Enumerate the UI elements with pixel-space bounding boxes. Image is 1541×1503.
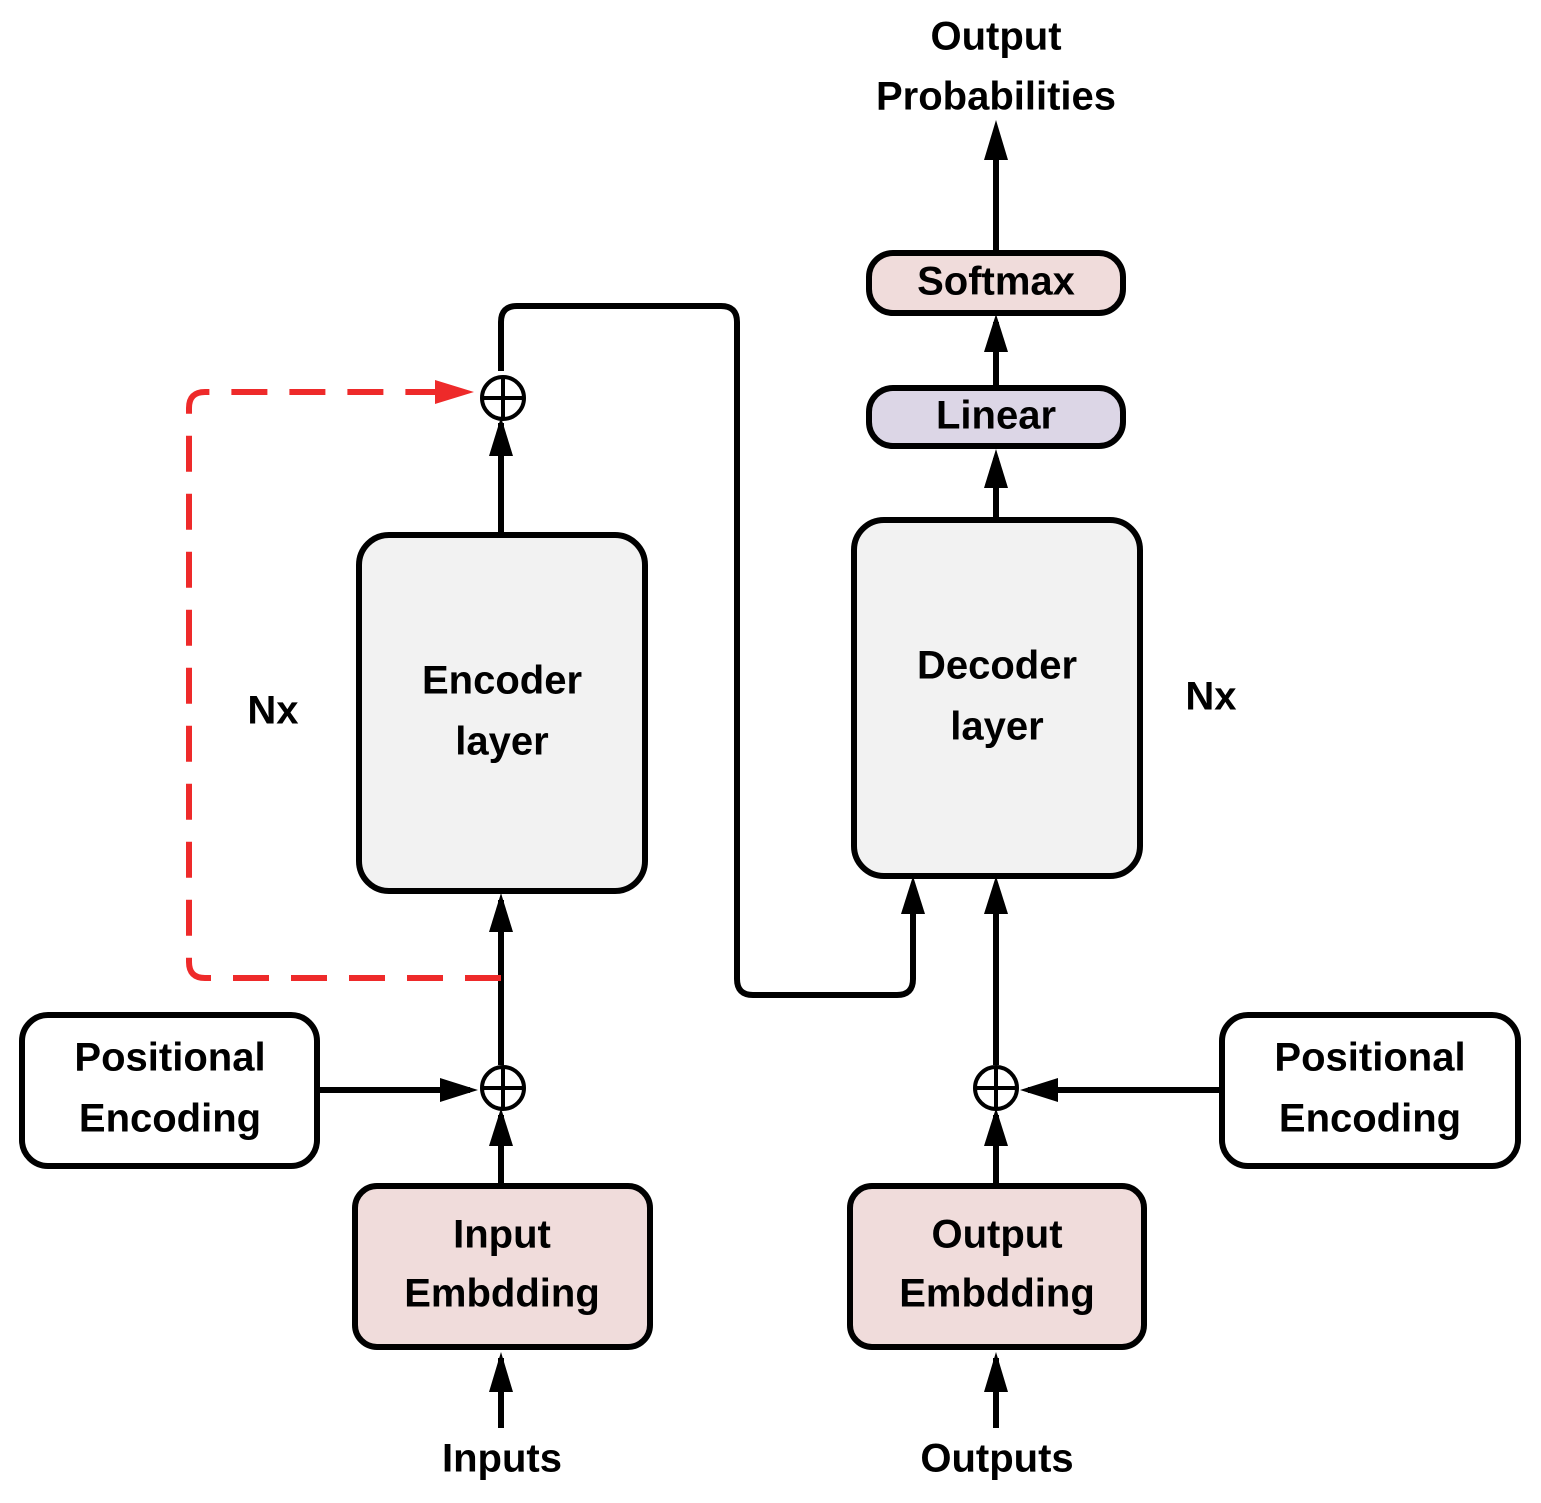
softmax-box	[866, 250, 1126, 316]
encoder-positional-label-2: Encoding	[79, 1097, 261, 1141]
decoder-repeat-label: Nx	[1185, 675, 1236, 719]
decoder-layer-box	[851, 517, 1143, 879]
decoder-layer-label-1: Decoder	[917, 644, 1077, 688]
recurrence-arrow-head	[435, 380, 474, 404]
decoder-layer-label-2: layer	[950, 705, 1043, 749]
decoder-positional-label-2: Encoding	[1279, 1097, 1461, 1141]
encoder-layer-label-2: layer	[455, 720, 548, 764]
arrow-head	[440, 1078, 478, 1102]
input-embedding-label-2: Embdding	[404, 1272, 600, 1316]
arrow-head	[1020, 1078, 1058, 1102]
arrow-head	[901, 876, 925, 914]
residual-add-icon	[480, 375, 526, 421]
outputs-label: Outputs	[920, 1437, 1073, 1481]
arrow-head	[489, 893, 513, 932]
arrow-head	[984, 449, 1008, 488]
output-embedding-box	[847, 1183, 1147, 1350]
arrow-head	[984, 120, 1008, 160]
recurrence-dashed-arrow	[186, 389, 501, 981]
encoder-add-icon	[480, 1065, 526, 1111]
inputs-label: Inputs	[442, 1437, 562, 1481]
decoder-positional-encoding-box	[1219, 1012, 1521, 1169]
linear-box	[866, 385, 1126, 449]
arrow-head	[984, 1352, 1008, 1392]
output-probabilities-label-2: Probabilities	[876, 75, 1116, 119]
output-embedding-label-2: Embdding	[899, 1272, 1095, 1316]
arrow-head	[984, 314, 1008, 352]
encoder-positional-encoding-box	[19, 1012, 320, 1169]
encoder-layer-label-1: Encoder	[422, 659, 582, 703]
encoder-layer-box	[356, 532, 648, 894]
linear-label: Linear	[936, 394, 1056, 438]
arrow-head	[489, 1352, 513, 1392]
arrow-head	[489, 1108, 513, 1146]
decoder-positional-label-1: Positional	[1274, 1036, 1465, 1080]
arrow-head	[489, 417, 513, 456]
output-embedding-label-1: Output	[931, 1213, 1062, 1257]
arrow-head	[984, 876, 1008, 914]
encoder-to-decoder-connector	[498, 303, 916, 998]
output-probabilities-label-1: Output	[930, 15, 1061, 59]
softmax-label: Softmax	[917, 260, 1075, 304]
input-embedding-box	[352, 1183, 653, 1350]
encoder-positional-label-1: Positional	[74, 1036, 265, 1080]
decoder-add-icon	[973, 1065, 1019, 1111]
input-embedding-label-1: Input	[453, 1213, 551, 1257]
encoder-repeat-label: Nx	[247, 689, 298, 733]
arrow-head	[984, 1108, 1008, 1146]
